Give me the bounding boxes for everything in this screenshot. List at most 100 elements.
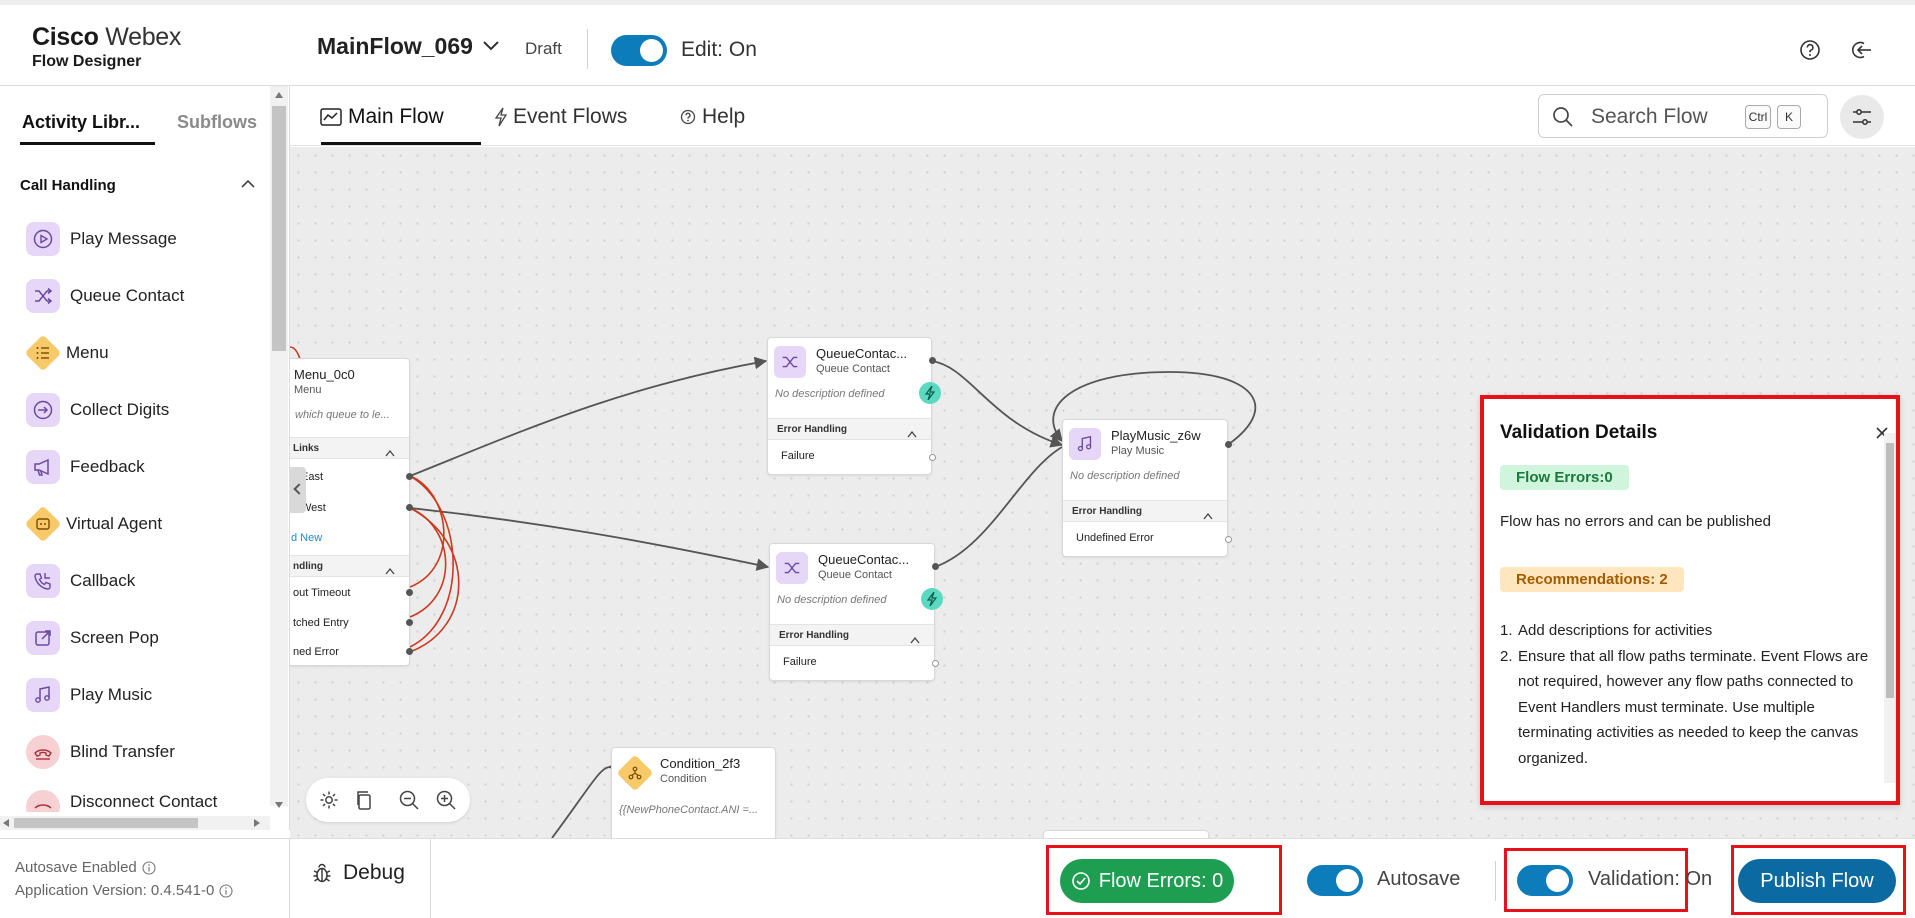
zoom-out-icon[interactable] — [398, 789, 420, 811]
queue-contact-node-2[interactable]: QueueContac... Queue Contact No descript… — [769, 543, 935, 681]
port-out[interactable] — [932, 563, 939, 570]
scroll-thumb[interactable] — [1886, 443, 1894, 698]
port-failure[interactable] — [932, 660, 939, 667]
queue-contact-node-1[interactable]: QueueContac... Queue Contact No descript… — [767, 337, 932, 475]
port-error[interactable] — [406, 648, 413, 655]
chevron-down-icon[interactable] — [481, 38, 501, 54]
add-new-link[interactable]: d New — [291, 532, 323, 544]
info-icon[interactable] — [142, 860, 156, 875]
sidebar-item-menu[interactable]: Menu — [0, 330, 270, 376]
port-east[interactable] — [406, 473, 413, 480]
info-icon[interactable] — [219, 883, 233, 898]
tab-help[interactable]: Help — [680, 105, 745, 129]
connector-music-loop[interactable] — [1049, 371, 1257, 445]
debug-button[interactable]: Debug — [311, 861, 405, 885]
scroll-up-arrow[interactable] — [275, 92, 283, 98]
sidebar-item-label: Queue Contact — [70, 286, 185, 305]
sidebar-vertical-scrollbar[interactable] — [270, 86, 288, 808]
publish-flow-button[interactable]: Publish Flow — [1738, 859, 1896, 903]
error-handling-header[interactable]: Error Handling — [770, 624, 934, 646]
sidebar-item-play-message[interactable]: Play Message — [0, 216, 270, 262]
help-icon[interactable] — [1799, 39, 1821, 61]
panel-vertical-scrollbar[interactable] — [1884, 433, 1896, 783]
node-title: QueueContac... — [818, 552, 910, 567]
error-handling-header[interactable]: Error Handling — [1063, 500, 1227, 522]
port-error[interactable] — [406, 589, 413, 596]
menu-link-east[interactable]: East — [301, 471, 324, 483]
error-row-undefined[interactable]: Undefined Error — [1076, 532, 1154, 544]
zoom-in-icon[interactable] — [435, 789, 457, 811]
tab-activity-library[interactable]: Activity Libr... — [22, 112, 141, 132]
chevron-up-icon[interactable] — [910, 631, 920, 644]
chevron-up-icon[interactable] — [240, 178, 256, 190]
error-row[interactable]: ned Error — [293, 646, 339, 658]
sidebar-item-label: Collect Digits — [70, 400, 170, 419]
sidebar-item-disconnect-contact[interactable]: Disconnect Contact — [0, 786, 270, 812]
canvas-settings-button[interactable] — [1840, 95, 1884, 139]
flow-errors-button[interactable]: Flow Errors: 0 — [1060, 859, 1234, 903]
sidebar-item-callback[interactable]: Callback — [0, 558, 270, 604]
links-header[interactable]: Links — [290, 437, 409, 459]
collapse-sidebar-button[interactable] — [290, 467, 306, 513]
scroll-thumb[interactable] — [272, 106, 286, 351]
error-row[interactable]: out Timeout — [293, 587, 351, 599]
error-row-failure[interactable]: Failure — [783, 656, 817, 668]
connector-error-4[interactable] — [409, 507, 460, 653]
connector-to-condition[interactable] — [551, 766, 611, 838]
connector-error-3[interactable] — [409, 475, 454, 648]
sidebar-item-blind-transfer[interactable]: Blind Transfer — [0, 729, 270, 775]
chevron-up-icon[interactable] — [385, 444, 395, 457]
port-out[interactable] — [929, 357, 936, 364]
tab-event-flows[interactable]: Event Flows — [495, 105, 627, 129]
scroll-left-arrow[interactable] — [3, 819, 9, 827]
connector-west-to-queue2[interactable] — [409, 507, 770, 571]
section-call-handling[interactable]: Call Handling — [20, 177, 116, 194]
chevron-up-icon[interactable] — [907, 425, 917, 438]
scroll-right-arrow[interactable] — [254, 819, 260, 827]
port-out[interactable] — [1225, 441, 1232, 448]
sidebar-item-virtual-agent[interactable]: Virtual Agent — [0, 501, 270, 547]
edit-toggle[interactable] — [611, 35, 667, 66]
scroll-thumb[interactable] — [14, 818, 198, 828]
menu-node[interactable]: Menu_0c0 Menu which queue to le... Links… — [290, 358, 410, 666]
tab-main-flow[interactable]: Main Flow — [320, 105, 444, 129]
validation-toggle[interactable] — [1517, 865, 1573, 896]
scroll-down-arrow[interactable] — [275, 802, 283, 808]
tab-subflows[interactable]: Subflows — [177, 112, 257, 132]
copy-icon[interactable] — [353, 789, 375, 811]
sign-out-icon[interactable] — [1851, 39, 1873, 61]
offscreen-node[interactable] — [1043, 830, 1209, 838]
chevron-up-icon[interactable] — [1203, 507, 1213, 520]
error-handling-header[interactable]: Error Handling — [768, 418, 931, 440]
play-music-node[interactable]: PlayMusic_z6w Play Music No description … — [1062, 419, 1228, 557]
port-west[interactable] — [406, 504, 413, 511]
sidebar-item-feedback[interactable]: Feedback — [0, 444, 270, 490]
search-flow-box[interactable]: Ctrl K — [1538, 94, 1828, 138]
sidebar-item-queue-contact[interactable]: Queue Contact — [0, 273, 270, 319]
error-row-failure[interactable]: Failure — [781, 450, 815, 462]
event-bolt-icon[interactable] — [919, 382, 941, 404]
connector-queue2-to-music[interactable] — [934, 446, 1063, 568]
error-handling-header[interactable]: ndling — [290, 555, 409, 577]
connector-queue1-to-music[interactable] — [931, 360, 1064, 448]
connector-error-1[interactable] — [409, 475, 445, 588]
condition-node[interactable]: Condition_2f3 Condition {{NewPhoneContac… — [611, 747, 776, 838]
connector-east-to-queue1[interactable] — [409, 356, 768, 477]
menu-link-west[interactable]: West — [301, 502, 326, 514]
connector-error-2[interactable] — [409, 507, 447, 618]
chevron-up-icon[interactable] — [385, 562, 395, 575]
autosave-toggle[interactable] — [1307, 865, 1363, 896]
sidebar-horizontal-scrollbar[interactable] — [0, 816, 270, 830]
port-undefined-error[interactable] — [1225, 536, 1232, 543]
sidebar-item-play-music[interactable]: Play Music — [0, 672, 270, 718]
port-failure[interactable] — [929, 454, 936, 461]
gear-icon[interactable] — [318, 789, 340, 811]
port-error[interactable] — [406, 619, 413, 626]
error-row[interactable]: tched Entry — [293, 617, 349, 629]
sidebar-item-collect-digits[interactable]: Collect Digits — [0, 387, 270, 433]
event-bolt-icon[interactable] — [921, 588, 943, 610]
search-input[interactable] — [1591, 104, 1741, 130]
sidebar-item-screen-pop[interactable]: Screen Pop — [0, 615, 270, 661]
flow-name[interactable]: MainFlow_069 — [317, 33, 473, 59]
connector-error-5[interactable] — [290, 346, 301, 360]
